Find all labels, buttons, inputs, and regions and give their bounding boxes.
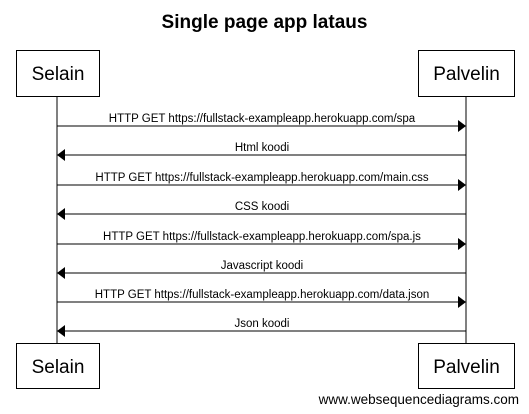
diagram-title: Single page app lataus <box>162 12 368 33</box>
message-label: Javascript koodi <box>221 260 303 272</box>
message-4: CSS koodi <box>57 201 466 220</box>
footer-watermark: www.websequencediagrams.com <box>318 392 519 407</box>
message-2: Html koodi <box>57 142 466 161</box>
arrowhead-left-icon <box>57 267 65 279</box>
message-label: HTTP GET https://fullstack-exampleapp.he… <box>109 113 416 125</box>
participant-box <box>16 50 100 97</box>
arrowhead-left-icon <box>57 325 65 337</box>
arrowhead-left-icon <box>57 149 65 161</box>
message-8: Json koodi <box>57 318 466 337</box>
participant-box <box>16 343 100 389</box>
arrowhead-right-icon <box>458 296 466 308</box>
participant-label-selain: Selain <box>32 357 85 378</box>
message-6: Javascript koodi <box>57 260 466 279</box>
arrowhead-right-icon <box>458 238 466 250</box>
message-label: Html koodi <box>235 142 289 154</box>
participant-bottom-selain: Selain <box>16 343 100 389</box>
message-7: HTTP GET https://fullstack-exampleapp.he… <box>57 289 466 308</box>
participant-box <box>418 343 515 389</box>
participant-bottom-palvelin: Palvelin <box>418 343 515 389</box>
arrowhead-left-icon <box>57 208 65 220</box>
message-label: HTTP GET https://fullstack-exampleapp.he… <box>95 172 428 184</box>
participant-top-selain: Selain <box>16 50 100 97</box>
message-label: CSS koodi <box>235 201 289 213</box>
participant-label-selain: Selain <box>32 64 85 85</box>
participant-top-palvelin: Palvelin <box>418 50 515 97</box>
message-1: HTTP GET https://fullstack-exampleapp.he… <box>57 113 466 132</box>
message-label: Json koodi <box>235 318 290 330</box>
message-label: HTTP GET https://fullstack-exampleapp.he… <box>103 231 421 243</box>
arrowhead-right-icon <box>458 179 466 191</box>
arrowhead-right-icon <box>458 120 466 132</box>
message-5: HTTP GET https://fullstack-exampleapp.he… <box>57 231 466 250</box>
message-3: HTTP GET https://fullstack-exampleapp.he… <box>57 172 466 191</box>
message-list: HTTP GET https://fullstack-exampleapp.he… <box>57 113 466 337</box>
participant-label-palvelin: Palvelin <box>433 64 500 85</box>
message-label: HTTP GET https://fullstack-exampleapp.he… <box>95 289 430 301</box>
participant-box <box>418 50 515 97</box>
participant-label-palvelin: Palvelin <box>433 357 500 378</box>
